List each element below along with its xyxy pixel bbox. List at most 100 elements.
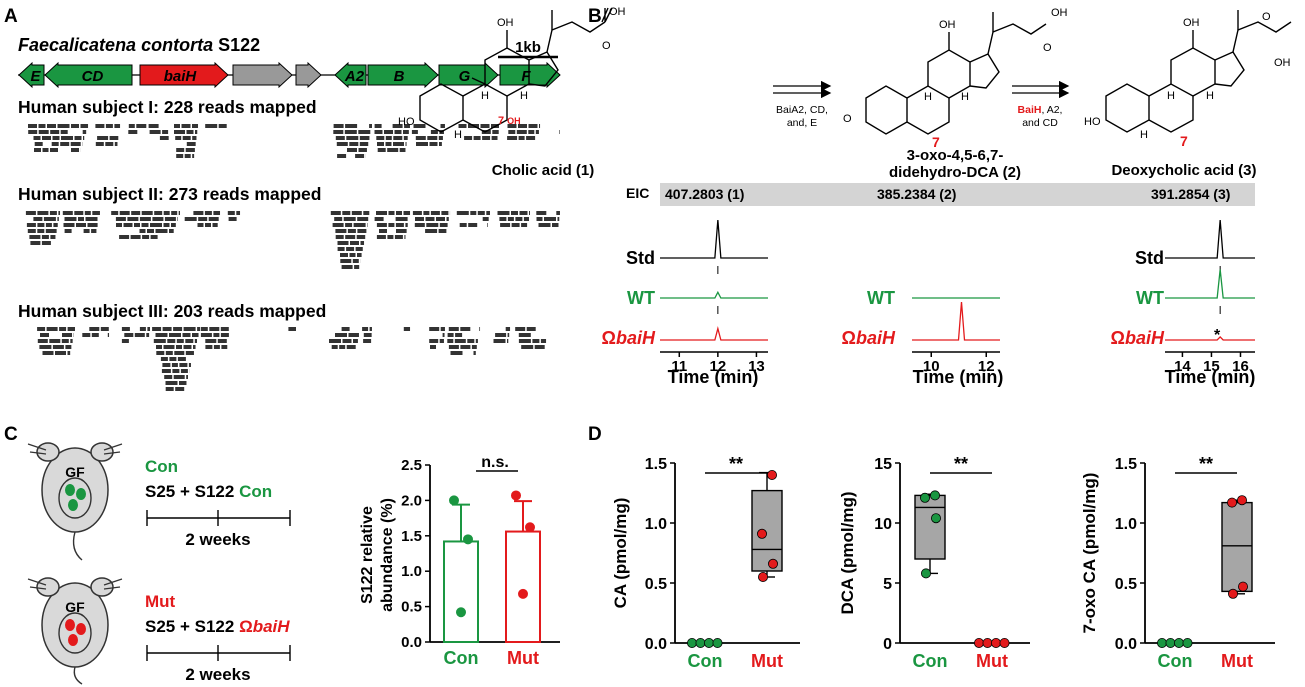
read [337,154,347,158]
reaction-arrow-2: BaiH, A2, and CD [1012,80,1070,129]
gene-arrow [367,61,439,89]
read [162,130,169,134]
read [105,124,113,128]
gene-label: B [394,68,405,85]
read [204,211,212,215]
structure-deoxycholic-acid [1105,10,1292,133]
box-point [920,492,931,503]
o-label-1: O [602,40,611,52]
read [74,136,82,140]
bar-point [518,588,528,599]
read [70,339,73,343]
read [349,253,356,257]
read [186,142,196,146]
read [429,142,438,146]
bar-category-label: Con [444,648,479,668]
bar-ylabel-line1: S122 relative [359,506,376,604]
read [155,333,168,337]
read [528,130,535,134]
read [149,130,161,134]
box-y-tick-label: 0.0 [1115,636,1137,653]
read [376,211,387,215]
subject-1-title: Human subject I: 228 reads mapped [18,97,317,117]
read [486,211,490,215]
read [165,381,178,385]
read [141,223,149,227]
read [184,154,191,158]
read [468,223,478,227]
read [91,333,99,337]
read [156,345,162,349]
read [518,339,531,343]
chromatogram-trace-mut [1165,336,1255,341]
read [349,142,359,146]
read [228,217,237,221]
read [38,130,49,134]
box-point [712,638,723,649]
read [346,247,355,251]
read [76,223,86,227]
read [355,154,365,158]
read [388,211,395,215]
read [404,124,410,128]
read [62,333,72,337]
oh-top-label-2: OH [939,19,956,31]
read [475,339,478,343]
read [171,223,176,227]
read [82,333,91,337]
read [403,130,409,134]
gene-arrow [334,61,367,89]
o-label-2b: O [1043,42,1052,54]
box-point [921,568,932,579]
read [425,229,438,233]
read [347,148,357,152]
box-sig-label: ** [729,454,743,474]
read [180,369,188,373]
mut-label-1: ΩbaiH [602,328,656,348]
read [105,142,114,146]
box [751,489,783,572]
time-tick-label: 11 [671,358,687,375]
structure-labels-3: HO OH O OH H H H 7 [1084,11,1291,149]
read [329,339,341,343]
time-tick-label: 13 [748,358,765,375]
box-y-tick-label: 1.5 [1115,456,1137,473]
read [333,124,344,128]
read [353,339,358,343]
read [192,124,199,128]
read [426,223,439,227]
read [342,339,352,343]
read [65,345,72,349]
box-point [931,513,942,524]
read [148,124,159,128]
read [71,148,79,152]
read [460,327,471,331]
read [197,223,204,227]
read [429,327,440,331]
read [134,223,140,227]
box-point [982,638,993,649]
read [358,148,367,152]
read [440,124,445,128]
read [394,130,402,134]
read [169,229,174,233]
read [182,333,191,337]
box-y-tick-label: 1.0 [645,516,667,533]
reads-subject-3 [37,327,547,391]
read [45,229,57,233]
read [134,333,145,337]
read [369,124,373,128]
read [359,136,370,140]
box-point [999,638,1010,649]
read [71,124,79,128]
read [178,211,180,215]
box-point [974,638,985,649]
box-point [767,469,778,480]
panel-letter-a: A [4,6,18,27]
read [27,229,36,233]
read [160,357,168,361]
read [423,211,430,215]
read [150,235,158,239]
